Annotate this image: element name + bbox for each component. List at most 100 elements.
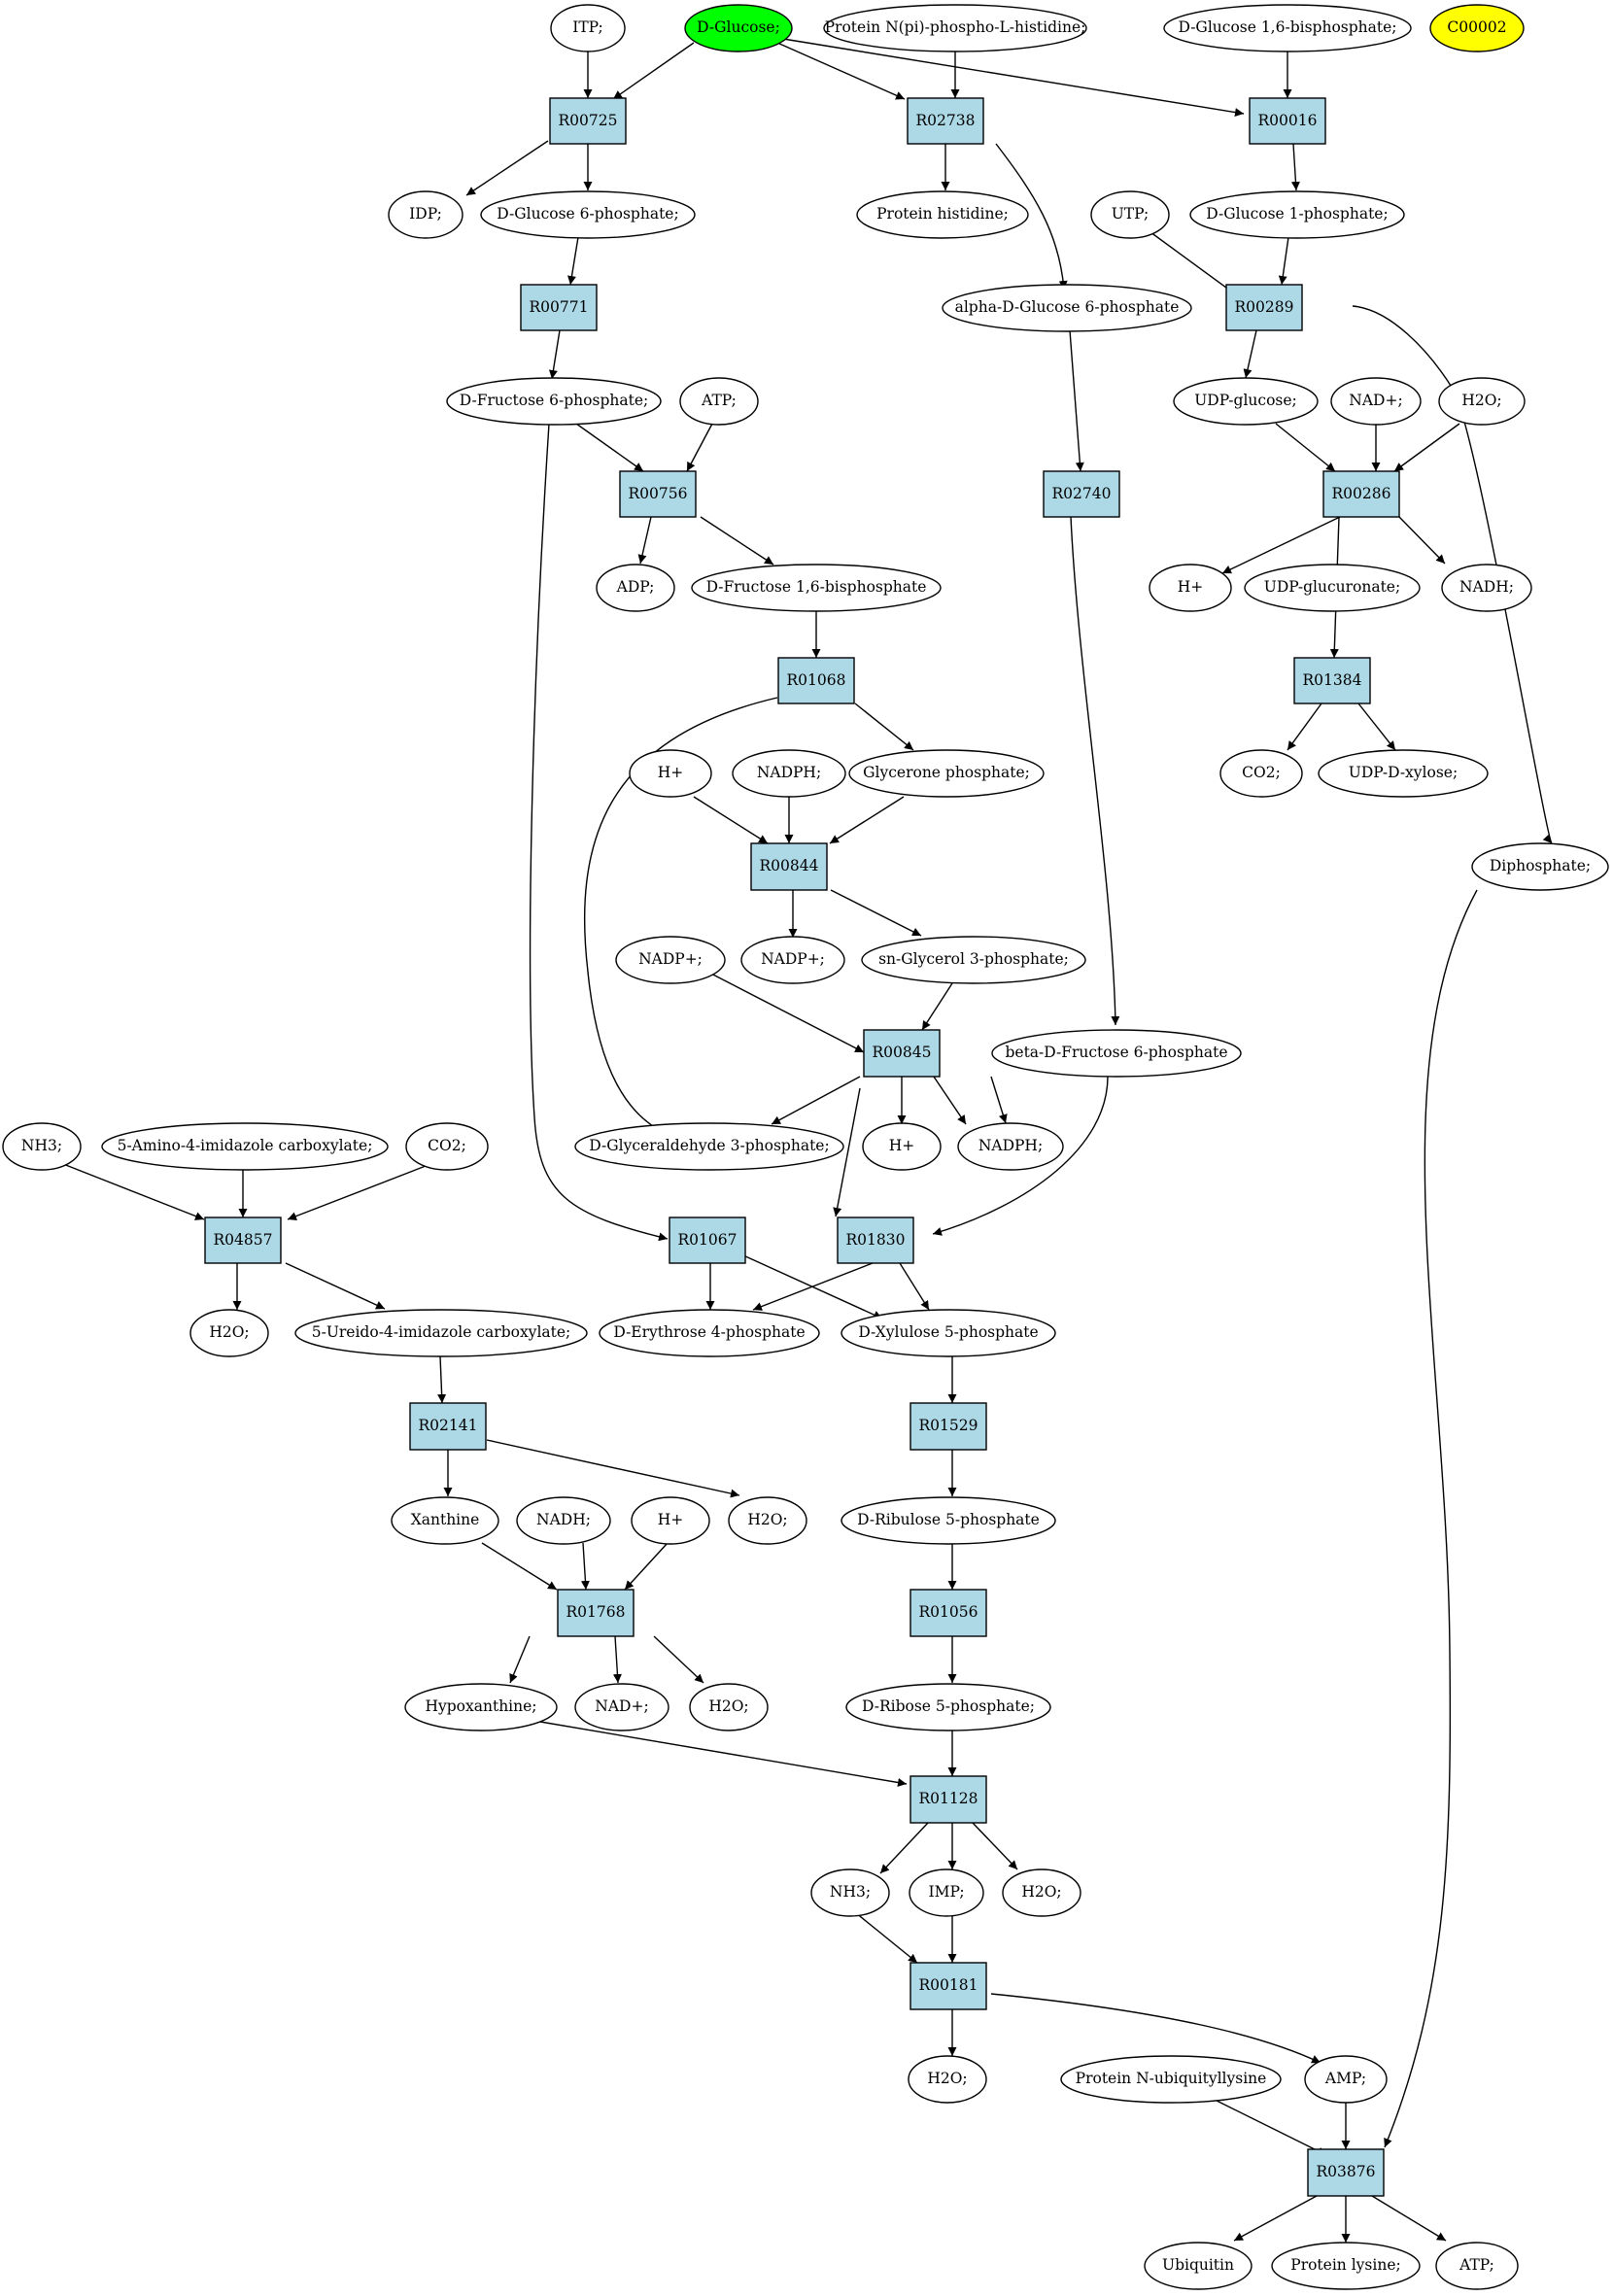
compound-nadh[interactable]: NADH; [516, 1496, 611, 1545]
compound-protein-histidine[interactable]: Protein histidine; [856, 190, 1029, 239]
reaction-r00725[interactable]: R00725 [549, 97, 627, 145]
reaction-r00016[interactable]: R00016 [1249, 97, 1326, 145]
reaction-r01384[interactable]: R01384 [1293, 657, 1371, 704]
edge [879, 1822, 929, 1874]
compound-nadp-plus[interactable]: NADP+; [615, 936, 726, 984]
reaction-r00286[interactable]: R00286 [1322, 470, 1400, 518]
compound-5-amino-4-imidazole-carboxylate[interactable]: 5-Amino-4-imidazole carboxylate; [101, 1122, 389, 1171]
edge [921, 982, 953, 1031]
compound-atp[interactable]: ATP; [1435, 2242, 1519, 2290]
compound-glyceraldehyde-3-phosphate[interactable]: D-Glyceraldehyde 3-phosphate; [574, 1122, 844, 1171]
reaction-r03876[interactable]: R03876 [1307, 2148, 1385, 2197]
compound-glucose-16-bisphosphate[interactable]: D-Glucose 1,6-bisphosphate; [1163, 4, 1412, 52]
compound-protein-lysine[interactable]: Protein lysine; [1271, 2242, 1421, 2290]
reaction-label: R03876 [1317, 2163, 1376, 2180]
compound-utp[interactable]: UTP; [1090, 190, 1170, 239]
compound-h-plus[interactable]: H+ [1149, 564, 1232, 612]
compound-udp-glucose[interactable]: UDP-glucose; [1173, 377, 1319, 426]
reaction-label: R01529 [919, 1417, 978, 1434]
edge [624, 1542, 669, 1591]
compound-d-glucose[interactable]: D-Glucose; [684, 4, 793, 52]
reaction-r01067[interactable]: R01067 [669, 1217, 746, 1264]
compound-label: D-Erythrose 4-phosphate [613, 1323, 805, 1341]
edge [437, 1355, 447, 1404]
compound-nh3[interactable]: NH3; [810, 1868, 890, 1917]
compound-hypoxanthine[interactable]: Hypoxanthine; [404, 1683, 558, 1731]
compound-h2o[interactable]: H2O; [1438, 377, 1526, 426]
compound-h2o[interactable]: H2O; [1002, 1868, 1081, 1917]
compound-c00002[interactable]: C00002 [1429, 4, 1525, 52]
reaction-r01830[interactable]: R01830 [837, 1217, 914, 1264]
reaction-r01768[interactable]: R01768 [557, 1589, 635, 1637]
compound-sn-glycerol-3-phosphate[interactable]: sn-Glycerol 3-phosphate; [861, 936, 1086, 984]
compound-nad-plus[interactable]: NAD+; [1330, 377, 1422, 426]
reaction-r04857[interactable]: R04857 [204, 1217, 282, 1264]
compound-diphosphate[interactable]: Diphosphate; [1471, 842, 1609, 891]
compound-xylulose-5-phosphate[interactable]: D-Xylulose 5-phosphate [841, 1309, 1056, 1357]
compound-protein-n-ubiquityllysine[interactable]: Protein N-ubiquityllysine [1060, 2055, 1282, 2104]
compound-ubiquitin[interactable]: Ubiquitin [1144, 2242, 1253, 2290]
reaction-r02740[interactable]: R02740 [1043, 470, 1120, 518]
compound-beta-fructose-6-phosphate[interactable]: beta-D-Fructose 6-phosphate [991, 1029, 1242, 1078]
reaction-r00844[interactable]: R00844 [750, 842, 828, 891]
compound-nadh[interactable]: NADH; [1441, 564, 1532, 612]
edge [933, 1076, 967, 1125]
compound-fructose-6-phosphate[interactable]: D-Fructose 6-phosphate; [446, 377, 662, 426]
reaction-label: R02738 [916, 112, 976, 129]
compound-glucose-6-phosphate[interactable]: D-Glucose 6-phosphate; [480, 190, 696, 239]
reaction-r00289[interactable]: R00289 [1225, 284, 1303, 331]
reaction-label: R00725 [559, 112, 618, 129]
compound-label: NH3; [830, 1883, 871, 1901]
compound-glycerone-phosphate[interactable]: Glycerone phosphate; [848, 749, 1045, 798]
compound-ribulose-5-phosphate[interactable]: D-Ribulose 5-phosphate [841, 1496, 1056, 1545]
compound-adp[interactable]: ADP; [596, 564, 675, 612]
compound-label: NADH; [536, 1511, 591, 1528]
compound-co2[interactable]: CO2; [1219, 749, 1303, 798]
compound-nadph[interactable]: NADPH; [732, 749, 846, 798]
reaction-r01068[interactable]: R01068 [777, 657, 855, 704]
compound-itp[interactable]: ITP; [550, 4, 626, 52]
reaction-label: R04857 [214, 1231, 273, 1249]
compound-idp[interactable]: IDP; [388, 190, 463, 239]
compound-nadph[interactable]: NADPH; [957, 1122, 1064, 1171]
compound-h2o[interactable]: H2O; [189, 1309, 269, 1357]
edge [899, 1262, 930, 1311]
compound-h2o[interactable]: H2O; [689, 1683, 769, 1731]
compound-imp[interactable]: IMP; [909, 1868, 984, 1917]
compound-h2o[interactable]: H2O; [728, 1496, 807, 1545]
edge [972, 1822, 1018, 1870]
compound-nad-plus[interactable]: NAD+; [574, 1683, 669, 1731]
compound-co2[interactable]: CO2; [405, 1122, 489, 1171]
reaction-label: R01067 [678, 1231, 738, 1249]
reaction-r02738[interactable]: R02738 [907, 97, 984, 145]
compound-h-plus[interactable]: H+ [862, 1122, 942, 1171]
compound-5-ureido-4-imidazole-carboxylate[interactable]: 5-Ureido-4-imidazole carboxylate; [294, 1309, 588, 1357]
reaction-r00845[interactable]: R00845 [863, 1029, 941, 1078]
compound-udp-xylose[interactable]: UDP-D-xylose; [1318, 749, 1489, 798]
compound-nadp-plus[interactable]: NADP+; [740, 936, 845, 984]
compound-atp[interactable]: ATP; [679, 377, 759, 426]
compound-protein-npi-phospho-histidine[interactable]: Protein N(pi)-phospho-L-histidine; [823, 4, 1087, 52]
compound-label: H+ [889, 1137, 915, 1154]
compound-udp-glucuronate[interactable]: UDP-glucuronate; [1244, 564, 1421, 612]
reaction-r01128[interactable]: R01128 [909, 1775, 987, 1824]
reaction-r01529[interactable]: R01529 [909, 1402, 987, 1451]
compound-h2o[interactable]: H2O; [908, 2055, 987, 2104]
compound-xanthine[interactable]: Xanthine [391, 1496, 499, 1545]
compound-erythrose-4-phosphate[interactable]: D-Erythrose 4-phosphate [599, 1309, 820, 1357]
reaction-r00181[interactable]: R00181 [909, 1962, 987, 2010]
compound-nodes: ITP; D-Glucose; Protein N(pi)-phospho-L-… [2, 4, 1609, 2290]
reaction-r01056[interactable]: R01056 [909, 1589, 987, 1637]
compound-h-plus[interactable]: H+ [629, 749, 712, 798]
edge [1275, 423, 1336, 472]
compound-h-plus[interactable]: H+ [631, 1496, 710, 1545]
compound-alpha-glucose-6-phosphate[interactable]: alpha-D-Glucose 6-phosphate [942, 284, 1192, 332]
reaction-r00756[interactable]: R00756 [619, 470, 697, 518]
compound-amp[interactable]: AMP; [1304, 2055, 1388, 2104]
compound-fructose-16-bisphosphate[interactable]: D-Fructose 1,6-bisphosphate [691, 564, 942, 612]
compound-ribose-5-phosphate[interactable]: D-Ribose 5-phosphate; [845, 1683, 1051, 1731]
compound-nh3[interactable]: NH3; [2, 1122, 82, 1171]
reaction-r02141[interactable]: R02141 [409, 1402, 487, 1451]
reaction-r00771[interactable]: R00771 [520, 284, 598, 331]
compound-glucose-1-phosphate[interactable]: D-Glucose 1-phosphate; [1189, 190, 1405, 239]
